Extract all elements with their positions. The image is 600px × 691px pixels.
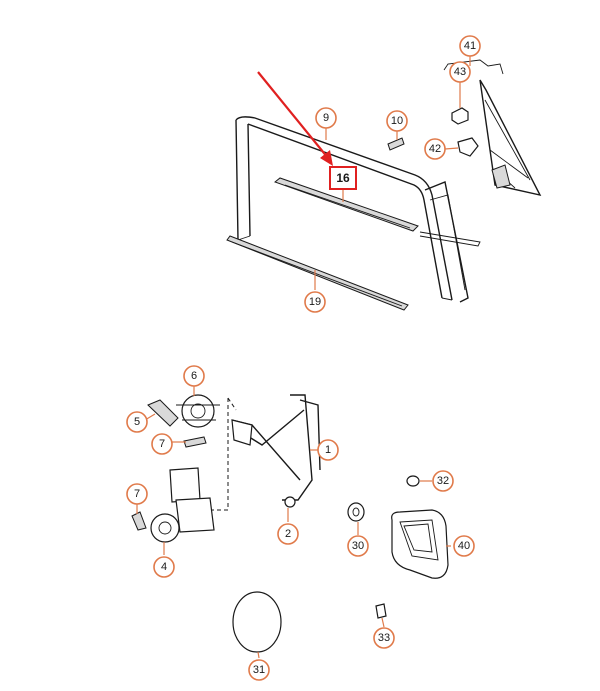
highlight-arrow: [257, 71, 333, 166]
callout-41: 41: [459, 35, 481, 57]
o-ring-part: [406, 475, 420, 487]
callout-label: 7: [159, 438, 165, 450]
crank-gear: [181, 394, 215, 428]
callout-6: 6: [183, 365, 205, 387]
callout-9: 9: [315, 107, 337, 129]
leader-lines: [136, 56, 471, 659]
grommet-part: [347, 502, 365, 522]
plug-part: [451, 107, 469, 125]
small-parts: [232, 475, 449, 653]
small-clip-part: [375, 603, 387, 619]
callout-10: 10: [386, 110, 408, 132]
callout-5: 5: [126, 411, 148, 433]
highlight-label: 16: [336, 171, 350, 185]
callout-33: 33: [373, 627, 395, 649]
callout-label: 9: [323, 112, 329, 124]
callout-42: 42: [424, 138, 446, 160]
callout-7-lower: 7: [126, 483, 148, 505]
callout-label: 5: [134, 416, 140, 428]
callout-label: 42: [429, 143, 441, 155]
callout-label: 32: [437, 475, 449, 487]
bushing-part: [457, 137, 479, 157]
callout-31: 31: [248, 659, 270, 681]
callout-30: 30: [347, 535, 369, 557]
crank-handle: [147, 399, 179, 427]
callout-label: 43: [454, 66, 466, 78]
callout-2: 2: [277, 523, 299, 545]
callout-label: 6: [191, 370, 197, 382]
access-cover: [391, 509, 449, 579]
highlight-callout-16: 16: [329, 166, 357, 190]
callout-43: 43: [449, 61, 471, 83]
callout-label: 10: [391, 115, 403, 127]
callout-label: 41: [464, 40, 476, 52]
callout-label: 7: [134, 488, 140, 500]
callout-label: 40: [458, 540, 470, 552]
callout-40: 40: [453, 535, 475, 557]
window-frame-assembly: [226, 116, 481, 311]
callout-label: 31: [253, 664, 265, 676]
callout-1: 1: [317, 439, 339, 461]
clip-part: [387, 137, 405, 151]
callout-7-upper: 7: [151, 433, 173, 455]
callout-label: 30: [352, 540, 364, 552]
regulator-assembly: [131, 394, 321, 543]
callout-label: 33: [378, 632, 390, 644]
callout-19: 19: [304, 291, 326, 313]
callout-label: 4: [161, 561, 167, 573]
callout-label: 19: [309, 296, 321, 308]
callout-4: 4: [153, 556, 175, 578]
motor-housing: [169, 467, 201, 503]
callout-label: 2: [285, 528, 291, 540]
cover-disc: [232, 591, 282, 653]
mirror-bracket-assembly: [443, 59, 542, 197]
callout-32: 32: [432, 470, 454, 492]
callout-label: 1: [325, 444, 331, 456]
